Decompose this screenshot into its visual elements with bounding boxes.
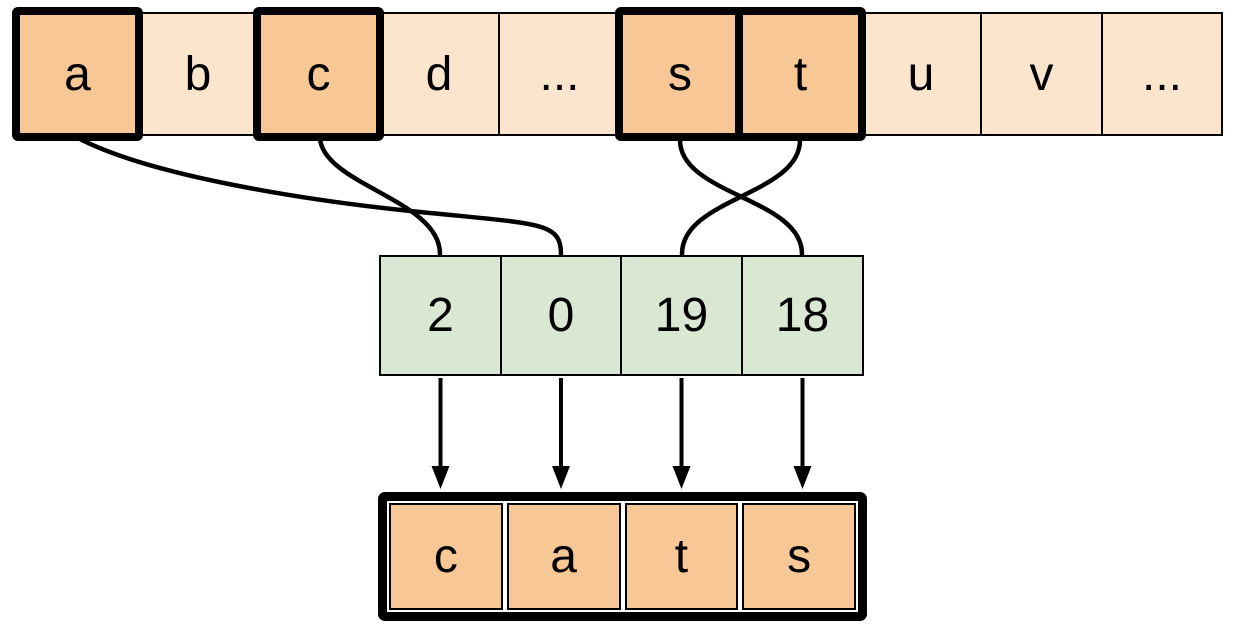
index-cell-2: 2 xyxy=(379,255,502,376)
vocab-cell-ellipsis-1: ... xyxy=(498,12,621,136)
vocab-cell-d: d xyxy=(378,12,500,136)
output-cell-s: s xyxy=(742,503,856,610)
index-cell-18: 18 xyxy=(741,255,864,376)
arrow-index-18-head xyxy=(793,466,812,489)
arrow-index-2-head xyxy=(431,466,450,489)
curve-c-to-index-2 xyxy=(317,136,443,257)
output-cell-c: c xyxy=(389,503,503,610)
curve-t-to-index-19 xyxy=(679,137,803,257)
arrow-index-0-head xyxy=(552,466,570,489)
arrow-index-19-head xyxy=(672,466,691,489)
curve-a-to-index-0 xyxy=(77,136,564,257)
vocab-cell-v: v xyxy=(980,12,1103,136)
index-cell-19: 19 xyxy=(620,255,743,376)
output-cell-a: a xyxy=(506,503,621,610)
index-cell-0: 0 xyxy=(500,255,622,376)
vocab-cell-s: s xyxy=(615,7,745,141)
vocab-cell-a: a xyxy=(12,7,143,141)
vocab-cell-u: u xyxy=(860,12,982,136)
vocab-cell-b: b xyxy=(137,12,259,136)
vocab-cell-t: t xyxy=(735,7,866,141)
output-word-row: c a t s xyxy=(378,492,867,621)
output-cell-t: t xyxy=(624,503,739,610)
vocab-cell-ellipsis-2: ... xyxy=(1101,12,1223,136)
vocab-cell-c: c xyxy=(253,7,384,141)
